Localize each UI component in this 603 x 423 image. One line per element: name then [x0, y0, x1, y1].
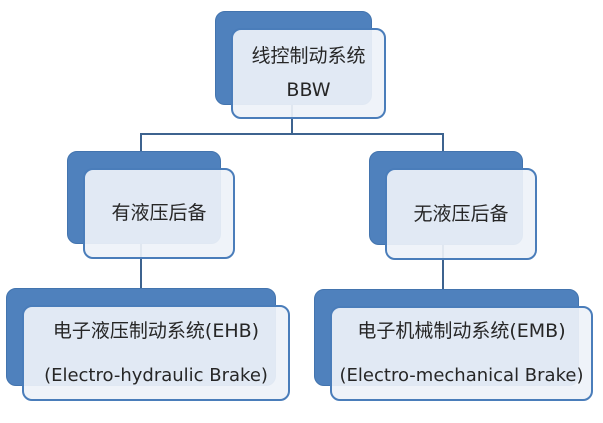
node-ehb-label-cn: 电子液压制动系统(EHB): [52, 319, 260, 342]
node-bbw-label-abbr: BBW: [286, 79, 331, 101]
node-bbw: 线控制动系统 BBW: [231, 28, 386, 119]
node-hydraulic-backup: 有液压后备: [83, 168, 235, 259]
node-ehb-label-en: (Electro-hydraulic Brake): [44, 364, 268, 386]
node-bbw-label-cn: 线控制动系统: [251, 45, 366, 67]
node-hydraulic-backup-label: 有液压后备: [111, 202, 207, 224]
node-emb-label-cn: 电子机械制动系统(EMB): [357, 320, 566, 342]
connector-horizontal-bar: [140, 133, 444, 135]
node-ehb: 电子液压制动系统(EHB) (Electro-hydraulic Brake): [22, 305, 290, 401]
node-emb-label-en: (Electro-mechanical Brake): [339, 365, 584, 386]
node-emb: 电子机械制动系统(EMB) (Electro-mechanical Brake): [330, 306, 593, 401]
node-no-hydraulic-backup-label: 无液压后备: [413, 202, 509, 225]
node-no-hydraulic-backup: 无液压后备: [385, 168, 537, 260]
